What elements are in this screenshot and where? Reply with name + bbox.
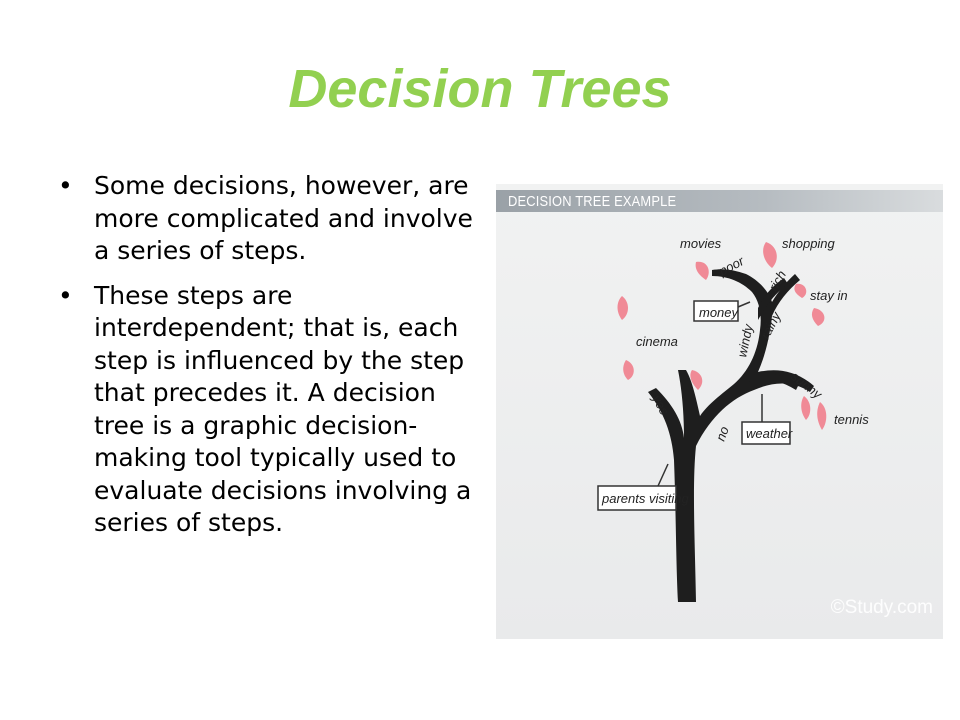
label-parents-visiting: parents visiting bbox=[601, 491, 689, 506]
leaf-group bbox=[617, 242, 827, 430]
leaf-tennis-2 bbox=[817, 402, 827, 430]
label-movies: movies bbox=[680, 236, 722, 251]
bullet-list: • Some decisions, however, are more comp… bbox=[58, 170, 478, 552]
bullet-text: These steps are interdependent; that is,… bbox=[94, 280, 472, 538]
label-windy: windy bbox=[734, 322, 756, 359]
slide-title: Decision Trees bbox=[288, 59, 672, 119]
leaf-tennis-1 bbox=[801, 396, 811, 420]
study-watermark: ©Study.com bbox=[830, 597, 933, 618]
bullet-text: Some decisions, however, are more compli… bbox=[94, 171, 473, 265]
leaf-movies bbox=[695, 261, 709, 280]
label-cinema: cinema bbox=[636, 334, 678, 349]
parents-connector bbox=[657, 463, 669, 487]
callouts bbox=[597, 300, 791, 511]
parents-visiting-box bbox=[597, 485, 677, 511]
bullet-item: • Some decisions, however, are more comp… bbox=[58, 170, 478, 268]
leaf-stay-in-2 bbox=[811, 308, 825, 326]
decision-tree-figure: DECISION TREE EXAMPLE bbox=[496, 184, 943, 639]
tree-trunk bbox=[648, 269, 814, 602]
branch-sunny bbox=[748, 373, 799, 390]
label-weather: weather bbox=[746, 426, 793, 441]
leaf-shopping bbox=[763, 242, 777, 268]
money-box bbox=[693, 300, 739, 322]
tree-illustration: movies shopping poor rich stay in money … bbox=[597, 236, 869, 602]
money-connector bbox=[737, 301, 751, 308]
bullet-dot: • bbox=[58, 280, 73, 310]
leaf-stay-in-1 bbox=[794, 283, 807, 298]
label-money: money bbox=[699, 305, 740, 320]
label-tennis: tennis bbox=[834, 412, 869, 427]
leaf-cinema-2 bbox=[623, 360, 634, 380]
branch-rich bbox=[758, 278, 788, 320]
bullet-dot: • bbox=[58, 171, 73, 200]
label-shopping: shopping bbox=[782, 236, 836, 251]
figure-header-bar: DECISION TREE EXAMPLE bbox=[496, 190, 943, 212]
label-stay-in: stay in bbox=[810, 288, 848, 303]
figure-header-title: DECISION TREE EXAMPLE bbox=[508, 193, 677, 210]
leaf-cinema-1 bbox=[617, 296, 628, 320]
bullet-item: • These steps are interdependent; that i… bbox=[58, 280, 478, 540]
tree-shape bbox=[648, 269, 814, 602]
leaf-center bbox=[690, 370, 703, 390]
weather-box bbox=[741, 421, 791, 445]
label-no: no bbox=[713, 424, 732, 443]
